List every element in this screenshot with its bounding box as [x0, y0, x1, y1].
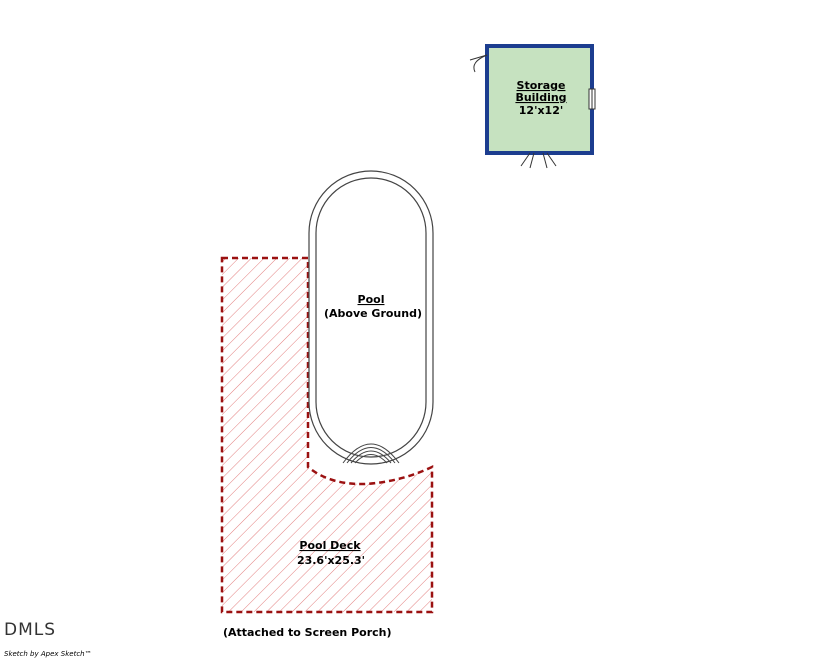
storage-building — [469, 44, 596, 169]
pool — [308, 170, 434, 465]
pool-deck-label: Pool Deck — [299, 539, 361, 552]
pool-deck — [220, 256, 434, 614]
pool-subtitle: (Above Ground) — [324, 307, 422, 320]
sketch-credit: Sketch by Apex Sketch™ — [4, 650, 92, 658]
side-door-icon — [469, 54, 488, 73]
pool-outer-wall — [308, 170, 434, 465]
watermark-logo: DMLS — [4, 620, 57, 640]
double-door-icon — [520, 152, 557, 169]
storage-name-line1: Storage — [517, 79, 566, 92]
storage-dimensions: 12'x12' — [519, 104, 563, 117]
pool-label: Pool — [358, 293, 385, 306]
pool-deck-dimensions: 23.6'x25.3' — [297, 554, 365, 567]
pool-steps — [342, 443, 400, 464]
pool-deck-area — [220, 256, 434, 614]
window-icon — [588, 88, 596, 110]
attachment-note: (Attached to Screen Porch) — [223, 626, 392, 639]
storage-name-line2: Building — [515, 91, 566, 104]
pool-inner-wall — [315, 177, 427, 458]
